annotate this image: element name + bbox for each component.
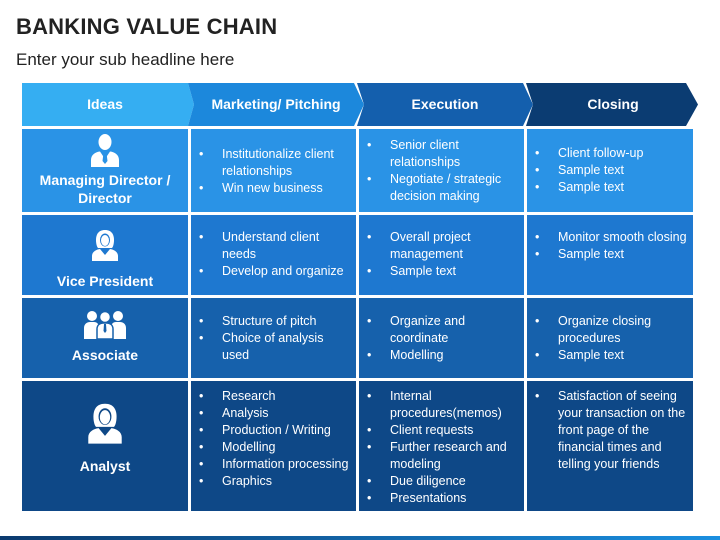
list-item: Client follow-up [527,145,687,162]
role-analyst: Analyst [22,401,188,511]
list-item: Negotiate / strategic decision making [359,171,519,205]
role-associate: Associate [22,309,188,378]
list-item: Modelling [191,439,351,456]
header-marketing-shape [188,83,364,126]
header-closing: Closing [526,83,698,126]
list-item: Organize closing procedures [527,313,687,347]
list-item: Production / Writing [191,422,351,439]
list-item: Win new business [191,180,351,197]
page-title: BANKING VALUE CHAIN [16,14,278,39]
cell-md-execution: Senior client relationshipsNegotiate / s… [359,137,519,205]
header-ideas-label: Ideas [87,96,123,112]
list-item: Overall project management [359,229,519,263]
list-item: Choice of analysis used [191,330,351,364]
cell-vp-marketing: Understand client needsDevelop and organ… [191,229,351,280]
header-ideas-shape [22,83,194,126]
team-icon [84,310,126,339]
cell-analyst-closing: Satisfaction of seeing your transaction … [527,388,691,473]
role-name: Managing Director / Director [39,172,171,206]
header-marketing-label: Marketing/ Pitching [211,96,341,112]
header-closing-shape [526,83,698,126]
header-execution: Execution [357,83,533,126]
list-item: Further research and modeling [359,439,519,473]
sub-headline: Enter your sub headline here [16,50,235,69]
list-item: Develop and organize [191,263,351,280]
list-item: Due diligence [359,473,519,490]
cell-assoc-marketing: Structure of pitchChoice of analysis use… [191,313,351,364]
list-item: Structure of pitch [191,313,351,330]
role-name: Vice President [56,273,154,289]
list-item: Institutionalize client relationships [191,146,351,180]
list-item: Sample text [527,162,687,179]
header-execution-label: Execution [411,96,479,112]
list-item: Client requests [359,422,519,439]
cell-assoc-closing: Organize closing proceduresSample text [527,313,687,364]
role-vice-president: Vice President [22,229,188,295]
businesswoman-icon [92,230,118,261]
cell-analyst-marketing: Research Analysis Production / Writing M… [191,388,351,490]
list-item: Understand client needs [191,229,351,263]
list-item: Monitor smooth closing [527,229,687,246]
list-item: Sample text [527,179,687,196]
list-item: Graphics [191,473,351,490]
cell-vp-closing: Monitor smooth closingSample text [527,229,687,263]
cell-vp-execution: Overall project managementSample text [359,229,519,280]
list-item: Organize and coordinate [359,313,519,347]
list-item: Sample text [359,263,519,280]
role-name: Analyst [79,458,131,474]
header-closing-label: Closing [587,96,639,112]
list-item: Satisfaction of seeing your transaction … [527,388,691,473]
role-cell-analyst [22,381,188,511]
list-item: Sample text [527,347,687,364]
list-item: Senior client relationships [359,137,519,171]
header-marketing: Marketing/ Pitching [188,83,364,126]
cell-assoc-execution: Organize and coordinateModelling [359,313,519,364]
list-item: Internal procedures(memos) [359,388,519,422]
cell-analyst-execution: Internal procedures(memos) Client reques… [359,388,519,507]
list-item: Research [191,388,351,405]
list-item: Presentations [359,490,519,507]
footer-accent-bar [0,536,720,540]
role-name: Associate [71,347,139,363]
list-item: Analysis [191,405,351,422]
header-execution-shape [357,83,533,126]
cell-md-closing: Client follow-upSample textSample text [527,145,687,196]
businessman-icon [91,134,119,167]
role-managing-director: Managing Director / Director [22,133,188,212]
businesswoman-icon [88,403,122,444]
cell-md-marketing: Institutionalize client relationshipsWin… [191,146,351,197]
list-item: Information processing [191,456,351,473]
header-ideas: Ideas [22,83,194,126]
list-item: Modelling [359,347,519,364]
list-item: Sample text [527,246,687,263]
